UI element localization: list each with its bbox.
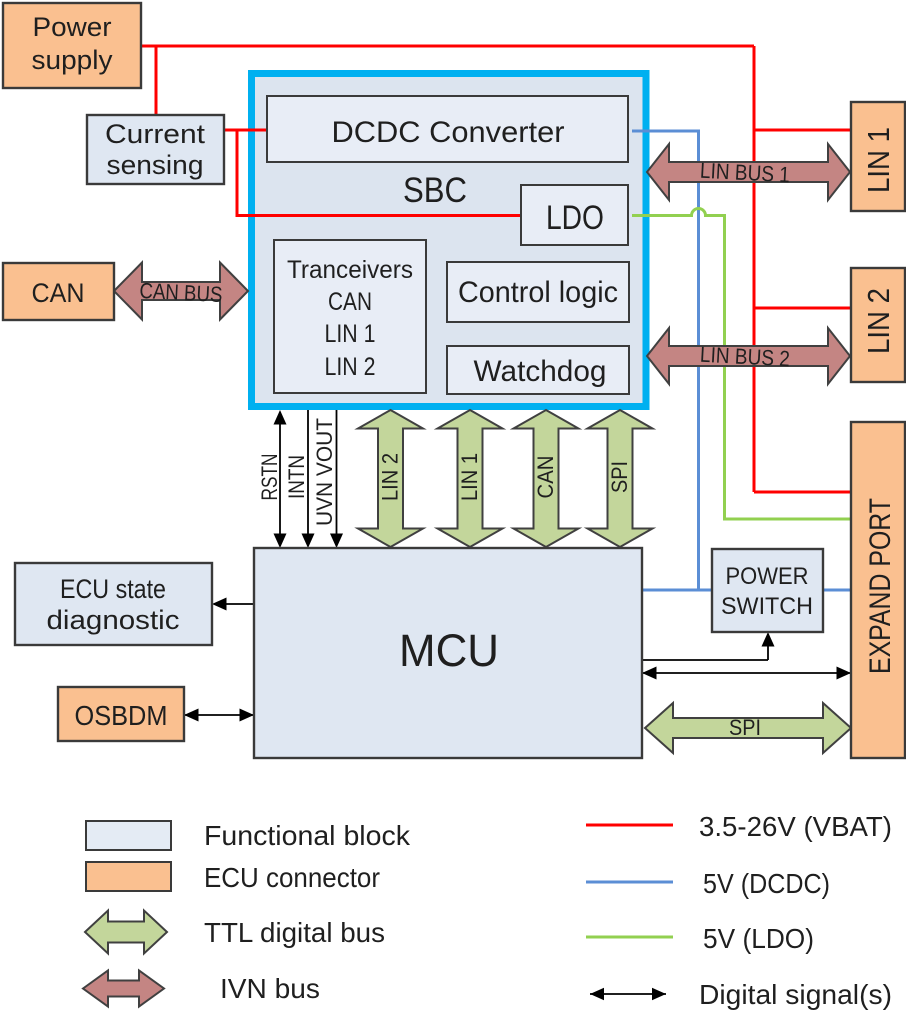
svg-text:supply: supply	[32, 45, 114, 75]
svg-text:ECU connector: ECU connector	[204, 862, 380, 893]
svg-text:ECU state: ECU state	[60, 574, 166, 604]
svg-text:CAN: CAN	[32, 278, 85, 308]
svg-text:diagnostic: diagnostic	[47, 605, 180, 635]
svg-text:sensing: sensing	[107, 150, 204, 180]
svg-text:Control logic: Control logic	[458, 276, 618, 309]
svg-text:SWITCH: SWITCH	[721, 593, 813, 620]
svg-text:MCU: MCU	[399, 625, 499, 676]
svg-text:POWER: POWER	[726, 563, 809, 590]
svg-text:UVN VOUT: UVN VOUT	[312, 418, 337, 526]
svg-text:TTL digital bus: TTL digital bus	[204, 917, 385, 948]
svg-text:LIN 1: LIN 1	[457, 453, 482, 501]
svg-text:Tranceivers: Tranceivers	[287, 256, 413, 284]
svg-text:EXPAND PORT: EXPAND PORT	[864, 498, 897, 674]
svg-text:LIN 2: LIN 2	[861, 288, 896, 354]
svg-text:Watchdog: Watchdog	[474, 355, 607, 388]
svg-text:LDO: LDO	[546, 199, 604, 237]
svg-text:INTN: INTN	[284, 455, 309, 499]
svg-text:CAN: CAN	[328, 288, 372, 316]
svg-text:CAN: CAN	[533, 456, 558, 499]
svg-text:IVN bus: IVN bus	[220, 973, 320, 1004]
svg-text:Digital signal(s): Digital signal(s)	[699, 979, 892, 1010]
svg-text:3.5-26V (VBAT): 3.5-26V (VBAT)	[699, 811, 892, 842]
svg-text:LIN BUS 1: LIN BUS 1	[699, 158, 790, 188]
svg-text:Current: Current	[105, 119, 206, 149]
svg-text:LIN BUS 2: LIN BUS 2	[699, 342, 790, 372]
svg-text:OSBDM: OSBDM	[75, 700, 168, 731]
svg-text:LIN 2: LIN 2	[378, 453, 403, 501]
svg-text:SPI: SPI	[607, 461, 632, 493]
svg-text:LIN 1: LIN 1	[861, 127, 896, 193]
svg-text:CAN BUS: CAN BUS	[139, 278, 223, 307]
svg-text:5V (LDO): 5V (LDO)	[703, 923, 814, 954]
svg-text:RSTN: RSTN	[257, 454, 282, 501]
svg-text:SBC: SBC	[403, 171, 467, 210]
svg-text:Power: Power	[33, 12, 112, 42]
svg-text:5V (DCDC): 5V (DCDC)	[703, 868, 830, 899]
svg-text:SPI: SPI	[729, 715, 761, 740]
svg-text:LIN 1: LIN 1	[325, 320, 376, 348]
svg-text:LIN 2: LIN 2	[325, 353, 376, 381]
svg-text:Functional block: Functional block	[204, 820, 411, 851]
svg-text:DCDC Converter: DCDC Converter	[332, 116, 565, 149]
